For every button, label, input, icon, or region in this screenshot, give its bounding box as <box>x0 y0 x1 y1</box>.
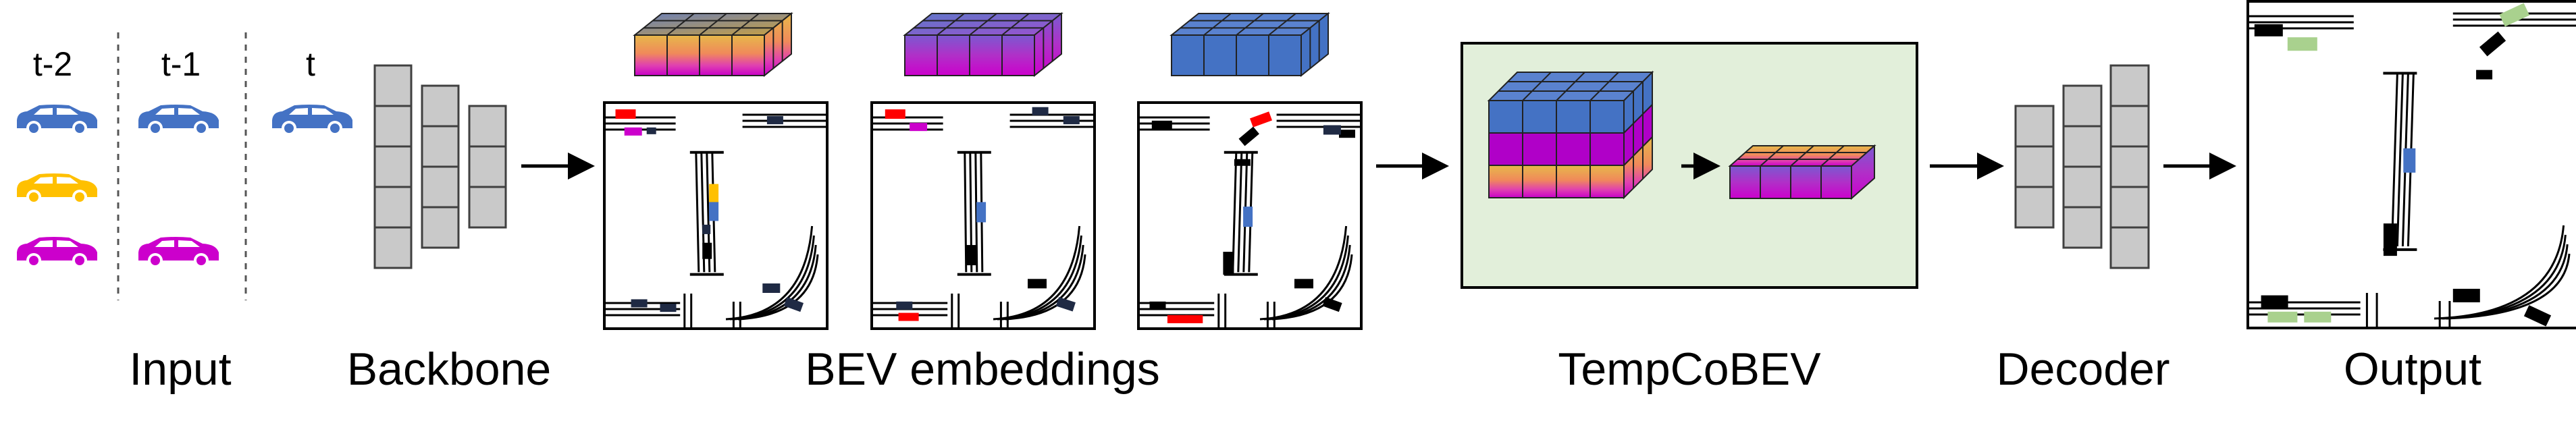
bev-map-t-2-object-5 <box>709 202 719 221</box>
output-detection-map <box>2246 0 2576 329</box>
car-icon-t-1-magenta <box>138 237 219 268</box>
bev-map-t-object-9 <box>1294 279 1313 289</box>
output-detection-map-object-1 <box>2287 37 2317 51</box>
car-icon-t-2-blue <box>17 105 97 136</box>
bev-map-t-object-3 <box>1234 159 1251 166</box>
backbone-block-column-3 <box>468 105 507 229</box>
tempcobev-fused-cube <box>1728 144 1876 200</box>
car-icon-t-2-magenta <box>17 237 97 268</box>
car-icon-t-1-blue <box>138 105 219 136</box>
bev-embeddings-section: BEV embeddings <box>603 11 1363 395</box>
bev-map-t-1-object-3 <box>1063 116 1080 125</box>
output-detection-map-object-4 <box>2476 70 2493 80</box>
decoder-section: Decoder <box>1996 64 2170 395</box>
bev-map-t-object-0 <box>1151 120 1172 130</box>
output-detection-map-object-0 <box>2254 24 2283 36</box>
input-label: Input <box>129 344 231 395</box>
tempcobev-label: TempCoBEV <box>1558 344 1821 395</box>
backbone-section: Backbone <box>347 64 551 395</box>
input-section: t-2 t-1 t Input <box>17 32 352 395</box>
bev-map-t <box>1137 101 1363 330</box>
bev-map-t-2-object-0 <box>615 109 636 119</box>
bev-map-t-object-4 <box>1243 207 1253 227</box>
timestep-label-t: t <box>306 45 315 83</box>
bev-map-t-1-object-9 <box>1055 297 1076 312</box>
bev-map-t-object-11 <box>1339 130 1355 138</box>
output-detection-map-object-6 <box>2383 223 2397 256</box>
bev-map-t-2-object-1 <box>624 127 642 136</box>
timestep-label-t-1: t-1 <box>161 45 201 83</box>
output-detection-map-object-5 <box>2403 148 2416 173</box>
bev-map-t-1-object-7 <box>898 312 919 321</box>
bev-map-t-2 <box>603 101 829 330</box>
bev-map-t-1-object-5 <box>965 245 976 266</box>
backbone-label: Backbone <box>347 344 551 395</box>
backbone-block-column-1 <box>373 64 413 269</box>
output-detection-map-object-11 <box>2523 305 2552 327</box>
bev-map-t-2-object-9 <box>660 304 677 312</box>
bev-map-t-1-object-2 <box>1032 107 1049 115</box>
bev-map-t-1-object-8 <box>1028 279 1047 289</box>
tempcobev-stacked-cube <box>1487 70 1654 200</box>
bev-map-t-2-object-10 <box>762 283 781 293</box>
bev-map-t-object-6 <box>1149 301 1166 310</box>
bev-map-t-2-object-4 <box>709 184 719 203</box>
bev-feature-cube-t-1 <box>903 11 1063 78</box>
output-label: Output <box>2344 344 2481 395</box>
bev-feature-cube-t-2 <box>633 11 793 78</box>
bev-map-t-2-object-11 <box>783 297 804 312</box>
output-detection-map-object-3 <box>2479 31 2506 57</box>
decoder-label: Decoder <box>1996 344 2170 395</box>
output-detection-map-object-10 <box>2452 288 2480 302</box>
output-section: Output <box>2246 0 2576 395</box>
car-icon-t-blue <box>272 105 352 136</box>
bev-feature-cube-t <box>1169 11 1330 78</box>
bev-map-t-1 <box>870 101 1096 330</box>
bev-map-t-object-7 <box>1167 314 1188 323</box>
bev-map-t-1-object-4 <box>976 202 987 223</box>
bev-map-t-2-object-2 <box>766 116 783 125</box>
tempcobev-section: TempCoBEV <box>1461 42 1918 395</box>
output-detection-map-object-7 <box>2261 295 2288 308</box>
bev-map-t-2-object-8 <box>631 299 648 308</box>
output-detection-map-object-8 <box>2267 311 2298 323</box>
bev-map-t-object-8 <box>1185 314 1203 323</box>
bev-map-t-1-object-6 <box>896 301 913 310</box>
timestep-label-t-2: t-2 <box>33 45 72 83</box>
output-detection-map-object-2 <box>2499 3 2530 27</box>
car-icon-t-2-yellow <box>17 173 97 204</box>
bev-map-t-1-object-0 <box>885 109 905 119</box>
bev-map-t-object-10 <box>1322 297 1342 312</box>
decoder-block-column-2 <box>2062 84 2103 249</box>
bev-map-t-object-5 <box>1223 252 1234 275</box>
bev-map-t-2-object-6 <box>702 242 712 259</box>
bev-embeddings-label: BEV embeddings <box>805 344 1159 395</box>
decoder-block-column-1 <box>2014 105 2055 229</box>
backbone-block-column-2 <box>421 84 460 249</box>
bev-map-t-2-object-3 <box>646 127 656 134</box>
bev-map-t-object-1 <box>1250 111 1272 128</box>
bev-map-t-1-object-1 <box>910 123 928 132</box>
bev-map-t-object-12 <box>1323 125 1341 135</box>
bev-map-t-object-2 <box>1238 126 1259 146</box>
output-detection-map-object-9 <box>2304 311 2332 323</box>
decoder-block-column-3 <box>2109 64 2150 269</box>
bev-map-t-2-object-7 <box>702 224 711 234</box>
